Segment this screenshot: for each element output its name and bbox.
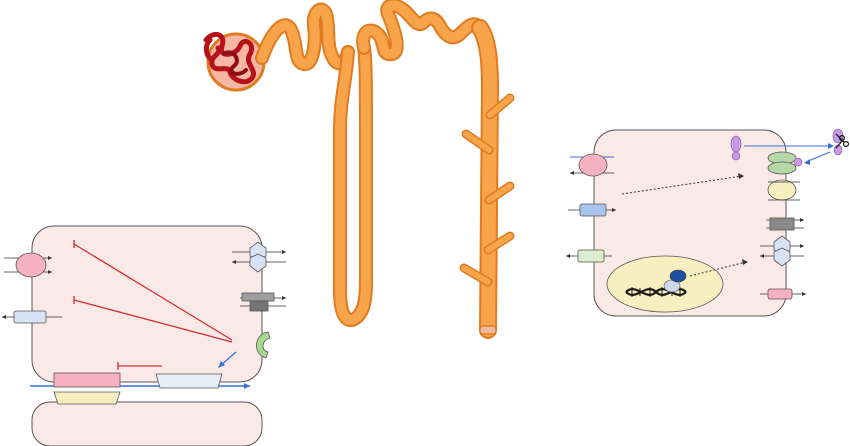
afferent-arteriole — [203, 37, 215, 63]
scissors-icon — [835, 133, 849, 149]
yellow-channel — [767, 179, 797, 201]
capillary-tuft — [203, 31, 256, 85]
grey-pump — [241, 292, 275, 302]
cytoplasm-signal-arrow — [621, 175, 743, 195]
nuclear-signal-arrow — [689, 261, 747, 277]
green-exchanger — [577, 249, 605, 263]
blue-exchanger — [579, 203, 607, 217]
hormone-ligand — [730, 135, 742, 153]
pink-channel — [15, 252, 47, 278]
blue-transporter — [155, 373, 223, 389]
glomerulus — [203, 31, 266, 92]
blue-exchanger — [13, 310, 47, 324]
right-cell — [566, 128, 849, 317]
left-cell — [2, 225, 286, 446]
duct-outlet — [479, 325, 497, 335]
grey-pump — [769, 217, 795, 231]
interstitium — [31, 401, 263, 446]
nephron — [203, 0, 515, 339]
pink-exchanger — [767, 288, 793, 300]
collecting-duct-branches — [459, 93, 515, 287]
pink-channel — [578, 153, 608, 177]
capillary-loop — [222, 50, 248, 76]
inhibition-arrows — [73, 240, 233, 370]
bound-ligand — [669, 269, 687, 283]
yellow-junction — [53, 391, 121, 405]
green-receptor — [256, 331, 271, 359]
pink-transporter — [53, 372, 121, 388]
